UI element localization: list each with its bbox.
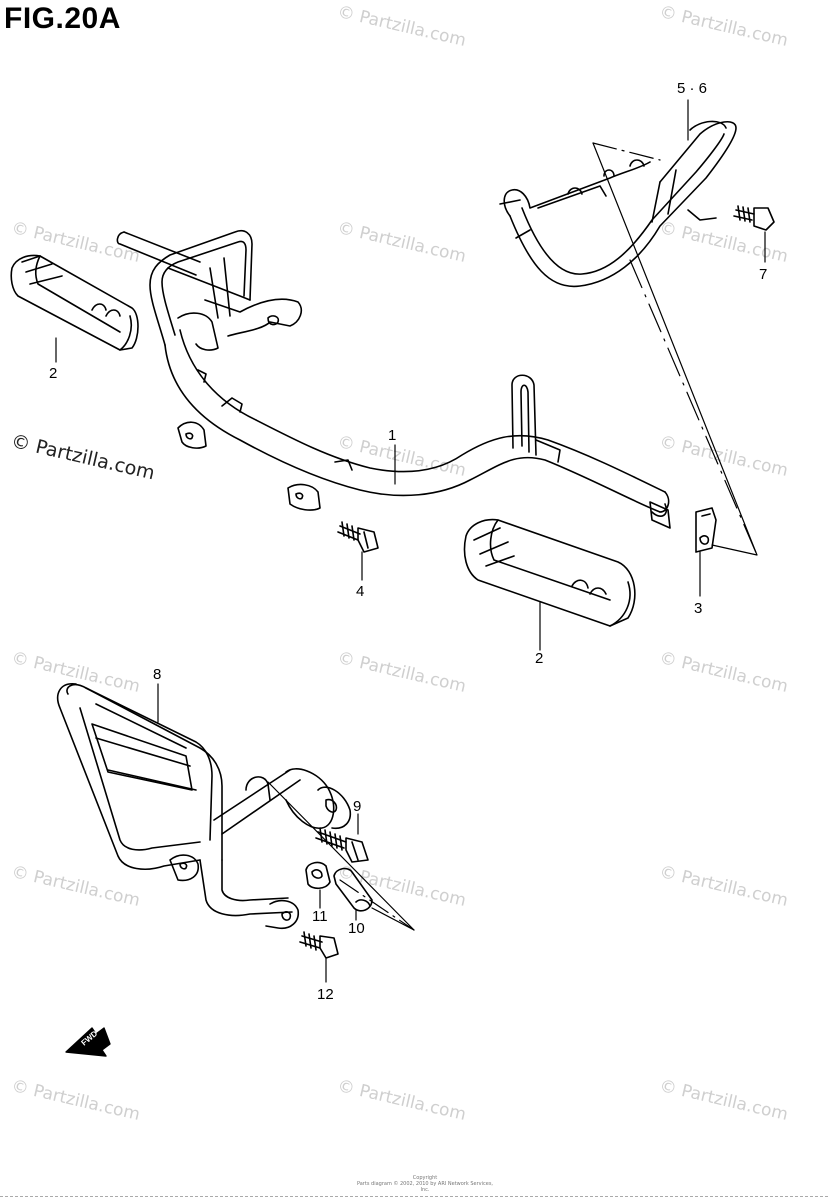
footer-divider bbox=[0, 1196, 828, 1197]
figure-title: FIG.20A bbox=[4, 2, 121, 35]
fwd-arrow-icon bbox=[65, 1027, 111, 1057]
bolt-part-4 bbox=[337, 521, 379, 553]
footpeg-rubber-right bbox=[463, 518, 636, 627]
footpeg-rubber-left bbox=[10, 254, 139, 351]
footer-line-2: Parts diagram © 2002, 2010 by ARI Networ… bbox=[356, 1181, 494, 1193]
callout-10: 10 bbox=[348, 920, 365, 937]
clamp-plate-part-3 bbox=[695, 507, 717, 553]
callout-1: 1 bbox=[388, 427, 397, 444]
guard-part-8 bbox=[56, 683, 352, 930]
bolt-part-7 bbox=[733, 205, 775, 231]
bolt-part-12 bbox=[299, 931, 339, 959]
callout-5-6: 5 · 6 bbox=[677, 80, 708, 97]
callout-2: 2 bbox=[535, 650, 544, 667]
callout-9: 9 bbox=[353, 798, 362, 815]
nut-part-11 bbox=[305, 861, 331, 890]
callout-7: 7 bbox=[759, 266, 768, 283]
leader-lines-lower bbox=[157, 683, 415, 983]
footer-line-1: Copyright bbox=[412, 1175, 438, 1181]
callout-4: 4 bbox=[356, 583, 365, 600]
footrest-bar-part-1 bbox=[116, 229, 671, 529]
callout-12: 12 bbox=[317, 986, 334, 1003]
copyright-footer: Copyright Parts diagram © 2002, 2010 by … bbox=[355, 1175, 495, 1193]
callout-8: 8 bbox=[153, 666, 162, 683]
leader-lines-upper bbox=[55, 99, 766, 651]
callout-2: 2 bbox=[49, 365, 58, 382]
collar-part-10 bbox=[333, 867, 373, 912]
callout-11: 11 bbox=[312, 908, 328, 925]
guard-part-5-6 bbox=[499, 120, 737, 288]
callout-3: 3 bbox=[694, 600, 703, 617]
